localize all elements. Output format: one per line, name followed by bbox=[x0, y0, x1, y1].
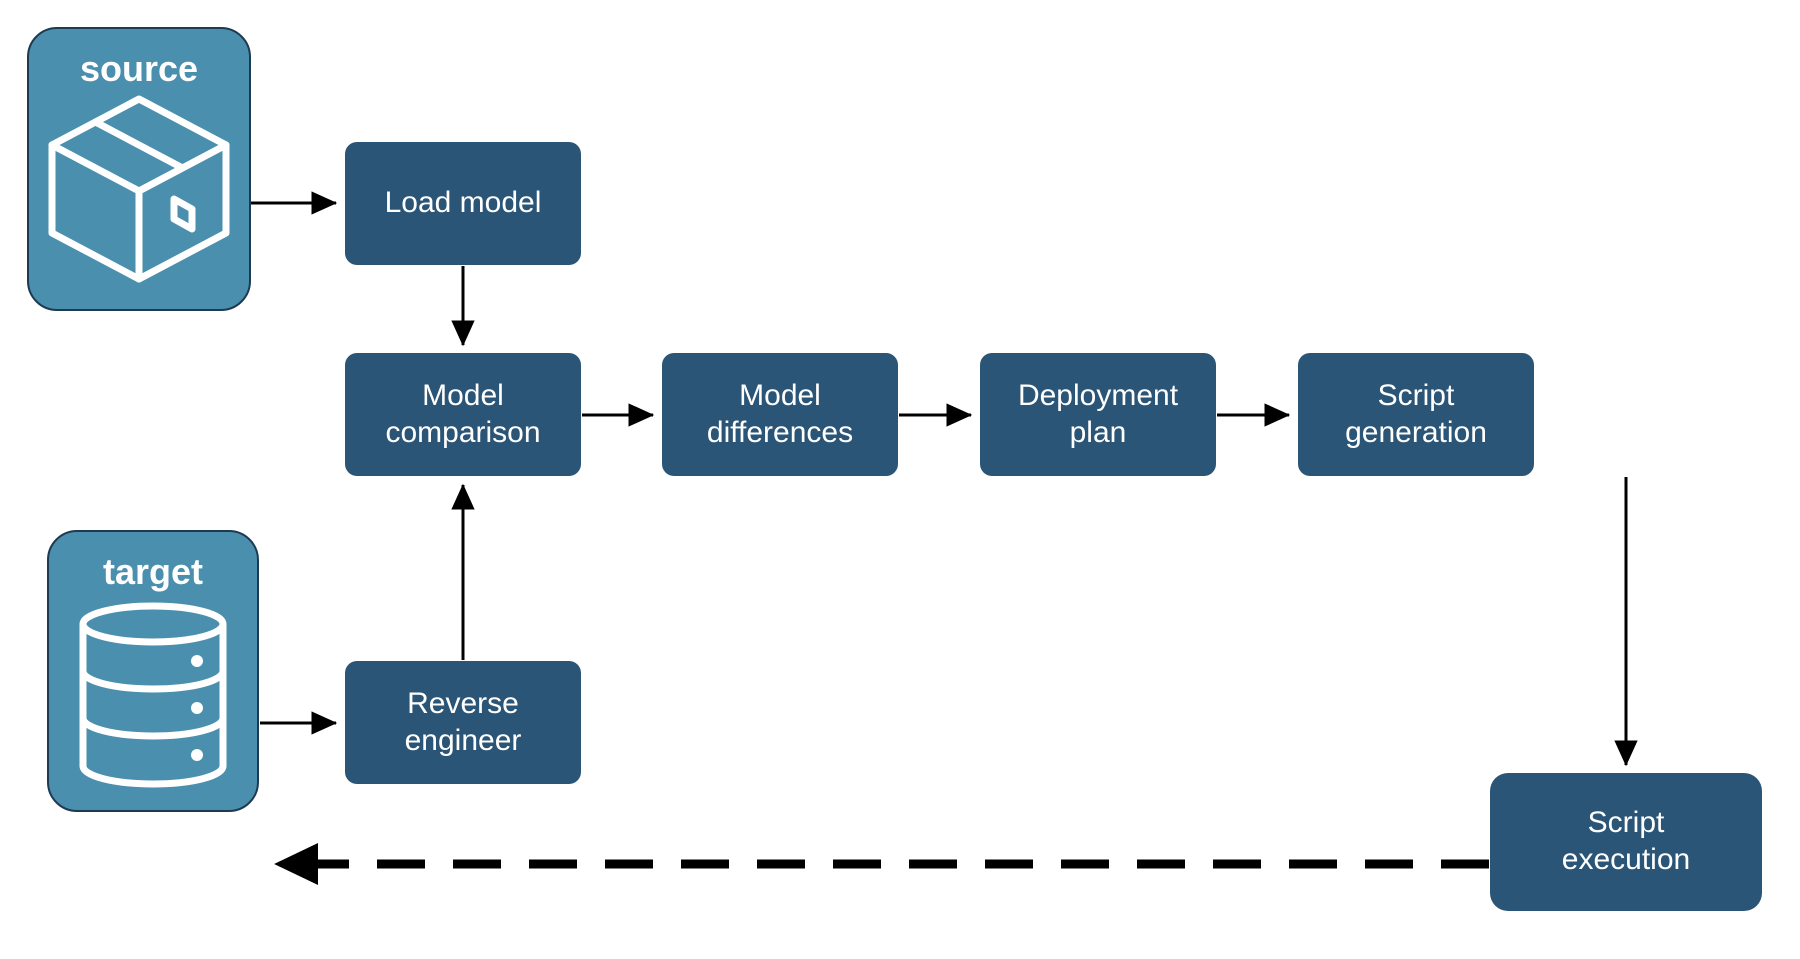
process-script-execution-line1: Script bbox=[1587, 806, 1665, 840]
process-model-differences-line2: differences bbox=[706, 415, 854, 449]
endpoint-target-label: target bbox=[102, 551, 204, 592]
endpoint-source-label: source bbox=[79, 48, 199, 89]
process-model-comparison-line2: comparison bbox=[385, 415, 541, 449]
process-script-execution[interactable]: Script execution bbox=[1490, 773, 1762, 911]
process-reverse-engineer-line1: Reverse bbox=[407, 686, 519, 720]
process-script-generation-line1: Script bbox=[1377, 378, 1455, 412]
process-model-comparison-line1: Model bbox=[422, 378, 504, 412]
process-model-comparison[interactable]: Model comparison bbox=[345, 353, 581, 476]
process-model-differences-line1: Model bbox=[739, 378, 821, 412]
process-reverse-engineer-line2: engineer bbox=[404, 723, 522, 757]
process-model-differences[interactable]: Model differences bbox=[662, 353, 898, 476]
process-script-generation[interactable]: Script generation bbox=[1298, 353, 1534, 476]
endpoint-target[interactable]: target bbox=[47, 530, 259, 812]
process-deployment-plan[interactable]: Deployment plan bbox=[980, 353, 1216, 476]
database-cylinder-icon bbox=[77, 600, 229, 795]
package-box-icon bbox=[46, 93, 232, 290]
process-deployment-plan-line1: Deployment bbox=[1017, 378, 1179, 412]
process-reverse-engineer[interactable]: Reverse engineer bbox=[345, 661, 581, 784]
process-deployment-plan-line2: plan bbox=[1069, 415, 1127, 449]
process-script-execution-line2: execution bbox=[1561, 843, 1691, 876]
process-load-model[interactable]: Load model bbox=[345, 142, 581, 265]
process-script-generation-line2: generation bbox=[1345, 415, 1487, 449]
endpoint-source[interactable]: source bbox=[27, 27, 251, 311]
process-load-model-line1: Load model bbox=[384, 186, 542, 220]
